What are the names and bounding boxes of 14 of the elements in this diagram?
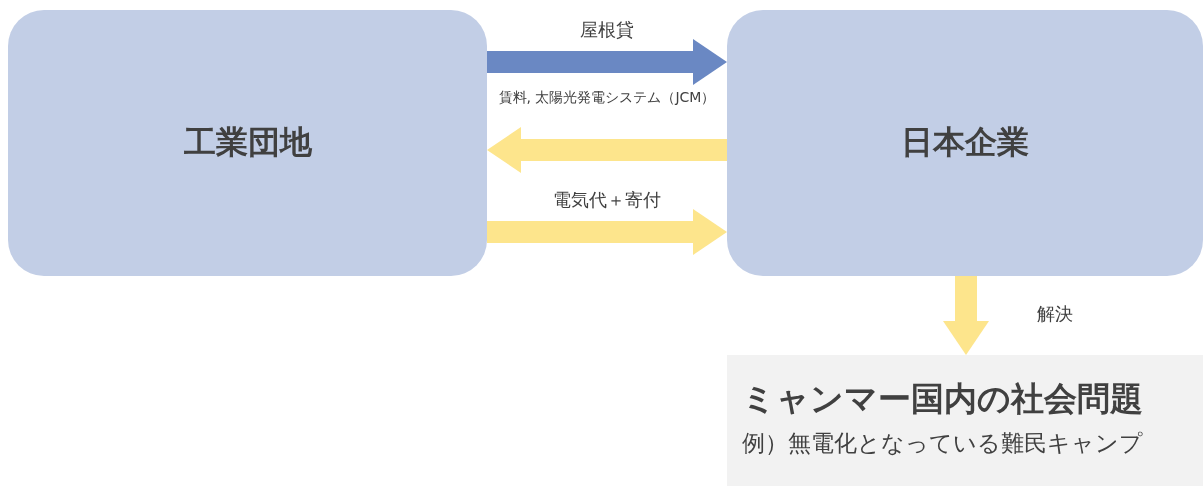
heading: ミャンマー国内の社会問題 — [742, 378, 1144, 420]
text-panel — [727, 355, 1203, 486]
edge-label: 電気代＋寄付 — [553, 188, 661, 212]
arrow — [943, 276, 989, 355]
rounded-box — [727, 10, 1203, 276]
edge-label: 屋根貸 — [580, 18, 634, 42]
arrow — [487, 209, 727, 255]
heading: 日本企業 — [901, 122, 1029, 163]
arrow — [487, 127, 727, 173]
edge-label: 解決 — [1037, 302, 1073, 326]
heading: 工業団地 — [183, 122, 312, 163]
arrow — [487, 39, 727, 85]
rounded-box — [8, 10, 487, 276]
example-text: 例）無電化となっている難民キャンプ — [742, 429, 1144, 458]
